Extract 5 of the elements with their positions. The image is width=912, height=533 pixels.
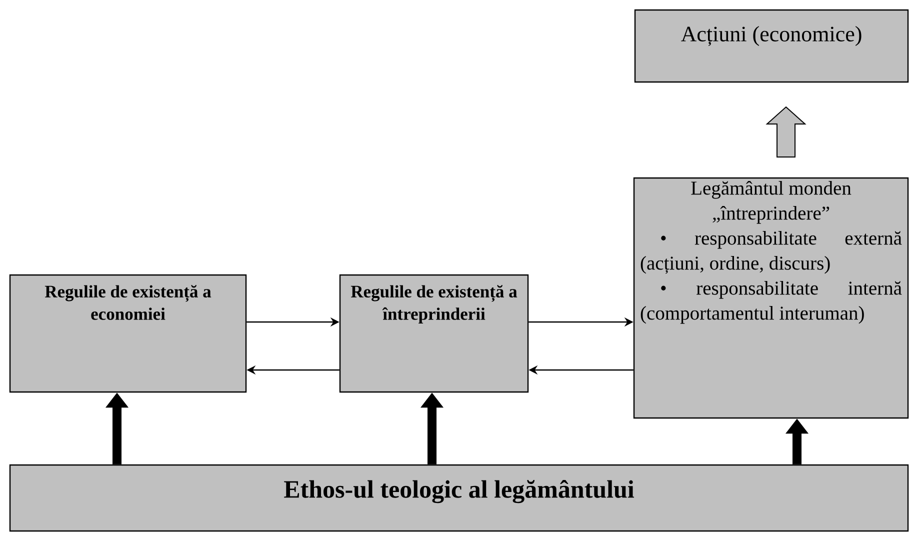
process-box: Acțiuni (economice) <box>634 9 909 83</box>
process-box: Legământul monden „întreprindere” • responsabilitate externă (acțiuni, ordine, discurs) • responsabilitate internă (comportamentul interuman) <box>633 177 909 419</box>
process-box: Regulile de existență a întreprinderii <box>339 274 529 393</box>
base-band: Ethos-ul teologic al legământului <box>9 464 909 532</box>
process-box: Regulile de existență a economiei <box>9 274 247 393</box>
